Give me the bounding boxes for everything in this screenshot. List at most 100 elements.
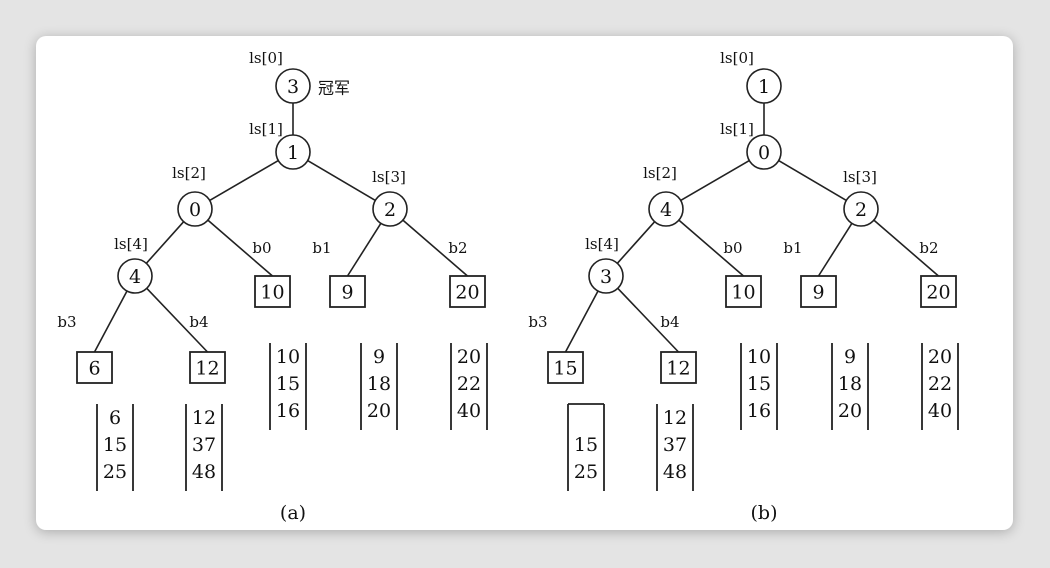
tree-edge [93, 290, 128, 353]
run-value: 48 [192, 461, 216, 483]
buffer-value: 10 [731, 282, 755, 304]
tree-edge [778, 159, 847, 202]
panel-caption: (a) [280, 502, 306, 524]
ls-node-value: 4 [129, 266, 141, 288]
run-4: 12 37 48 [656, 404, 694, 491]
buffer-label: b3 [528, 313, 547, 331]
ls-node-label: ls[2] [172, 164, 206, 182]
ls-node-label: ls[1] [249, 120, 283, 138]
buffer-label: b4 [660, 313, 679, 331]
ls-node-label: ls[3] [843, 168, 877, 186]
run-value: 20 [367, 400, 391, 422]
run-value: 9 [844, 346, 856, 368]
node-circle [372, 191, 408, 227]
buffer-value: 15 [553, 358, 577, 380]
buffer-label: b1 [312, 239, 331, 257]
buffer-b1: 9 b1 [312, 239, 366, 308]
node-circle [588, 258, 624, 294]
run-value: 15 [747, 373, 771, 395]
buffer-box [800, 275, 837, 308]
run-value: 37 [663, 434, 687, 456]
run-value: 40 [457, 400, 481, 422]
node-circle [177, 191, 213, 227]
run-value: 16 [276, 400, 300, 422]
ls-node-value: 3 [600, 266, 612, 288]
buffer-b4: 12 b4 [660, 313, 697, 384]
run-value: 20 [928, 346, 952, 368]
ls-node-label: ls[4] [114, 235, 148, 253]
run-value: 9 [373, 346, 385, 368]
ls-node-2: 4 ls[2] [643, 164, 684, 227]
run-value: 6 [109, 407, 121, 429]
buffer-box [189, 351, 226, 384]
buffer-box [547, 351, 584, 384]
tree-edge [680, 159, 750, 202]
ls-node-4: 4 ls[4] [114, 235, 153, 294]
loser-tree-figure: 3ls[0]1ls[1]0ls[2]2ls[3]4ls[4]冠军10b09b12… [57, 49, 959, 524]
node-circle [275, 68, 311, 104]
run-0: 10 15 16 [269, 343, 307, 430]
ls-node-2: 0ls[2] [172, 164, 213, 227]
ls-node-0: 3ls[0] [249, 49, 311, 104]
ls-node-4: 3 ls[4] [585, 235, 624, 294]
buffer-value: 20 [455, 282, 479, 304]
ls-node-value: 1 [758, 76, 770, 98]
panel-a: 3ls[0]1ls[1]0ls[2]2ls[3]4ls[4]冠军10b09b12… [57, 49, 488, 524]
run-value: 12 [192, 407, 216, 429]
ls-node-label: ls[4] [585, 235, 619, 253]
buffer-box [725, 275, 762, 308]
run-value: 48 [663, 461, 687, 483]
ls-node-value: 3 [287, 76, 299, 98]
buffer-label: b0 [252, 239, 271, 257]
run-0: 10 15 16 [740, 343, 778, 430]
buffer-label: b2 [448, 239, 467, 257]
node-circle [117, 258, 153, 294]
tree-edge [873, 219, 940, 277]
buffer-box [660, 351, 697, 384]
ls-node-1: 0ls[1] [720, 120, 782, 170]
buffer-box [449, 275, 486, 308]
ls-node-1: 1ls[1] [249, 120, 311, 170]
tree-edge [209, 159, 279, 202]
buffer-value: 9 [341, 282, 353, 304]
node-circle [746, 134, 782, 170]
buffer-label: b2 [919, 239, 938, 257]
buffer-box [329, 275, 366, 308]
buffer-value: 6 [88, 358, 100, 380]
tree-edge [145, 221, 185, 264]
run-value: 10 [276, 346, 300, 368]
run-value: 15 [276, 373, 300, 395]
buffer-value: 20 [926, 282, 950, 304]
buffer-value: 12 [666, 358, 690, 380]
buffer-b3: 6b3 [57, 313, 113, 384]
buffer-b2: 20 b2 [919, 239, 957, 308]
run-value: 12 [663, 407, 687, 429]
run-value: 18 [838, 373, 862, 395]
tree-edge [817, 222, 853, 277]
buffer-b2: 20 b2 [448, 239, 486, 308]
tree-edge [617, 287, 680, 353]
buffer-label: b4 [189, 313, 208, 331]
panel-caption: (b) [751, 502, 778, 524]
tree-edge [307, 159, 376, 202]
tree-edge [146, 287, 209, 353]
ls-node-value: 2 [384, 199, 396, 221]
ls-node-label: ls[0] [720, 49, 754, 67]
node-circle [843, 191, 879, 227]
buffer-value: 12 [195, 358, 219, 380]
run-value: 22 [928, 373, 952, 395]
run-value: 22 [457, 373, 481, 395]
run-value: 10 [747, 346, 771, 368]
ls-node-label: ls[2] [643, 164, 677, 182]
ls-node-value: 1 [287, 142, 299, 164]
run-value: 16 [747, 400, 771, 422]
ls-node-value: 4 [660, 199, 672, 221]
ls-node-value: 0 [758, 142, 770, 164]
